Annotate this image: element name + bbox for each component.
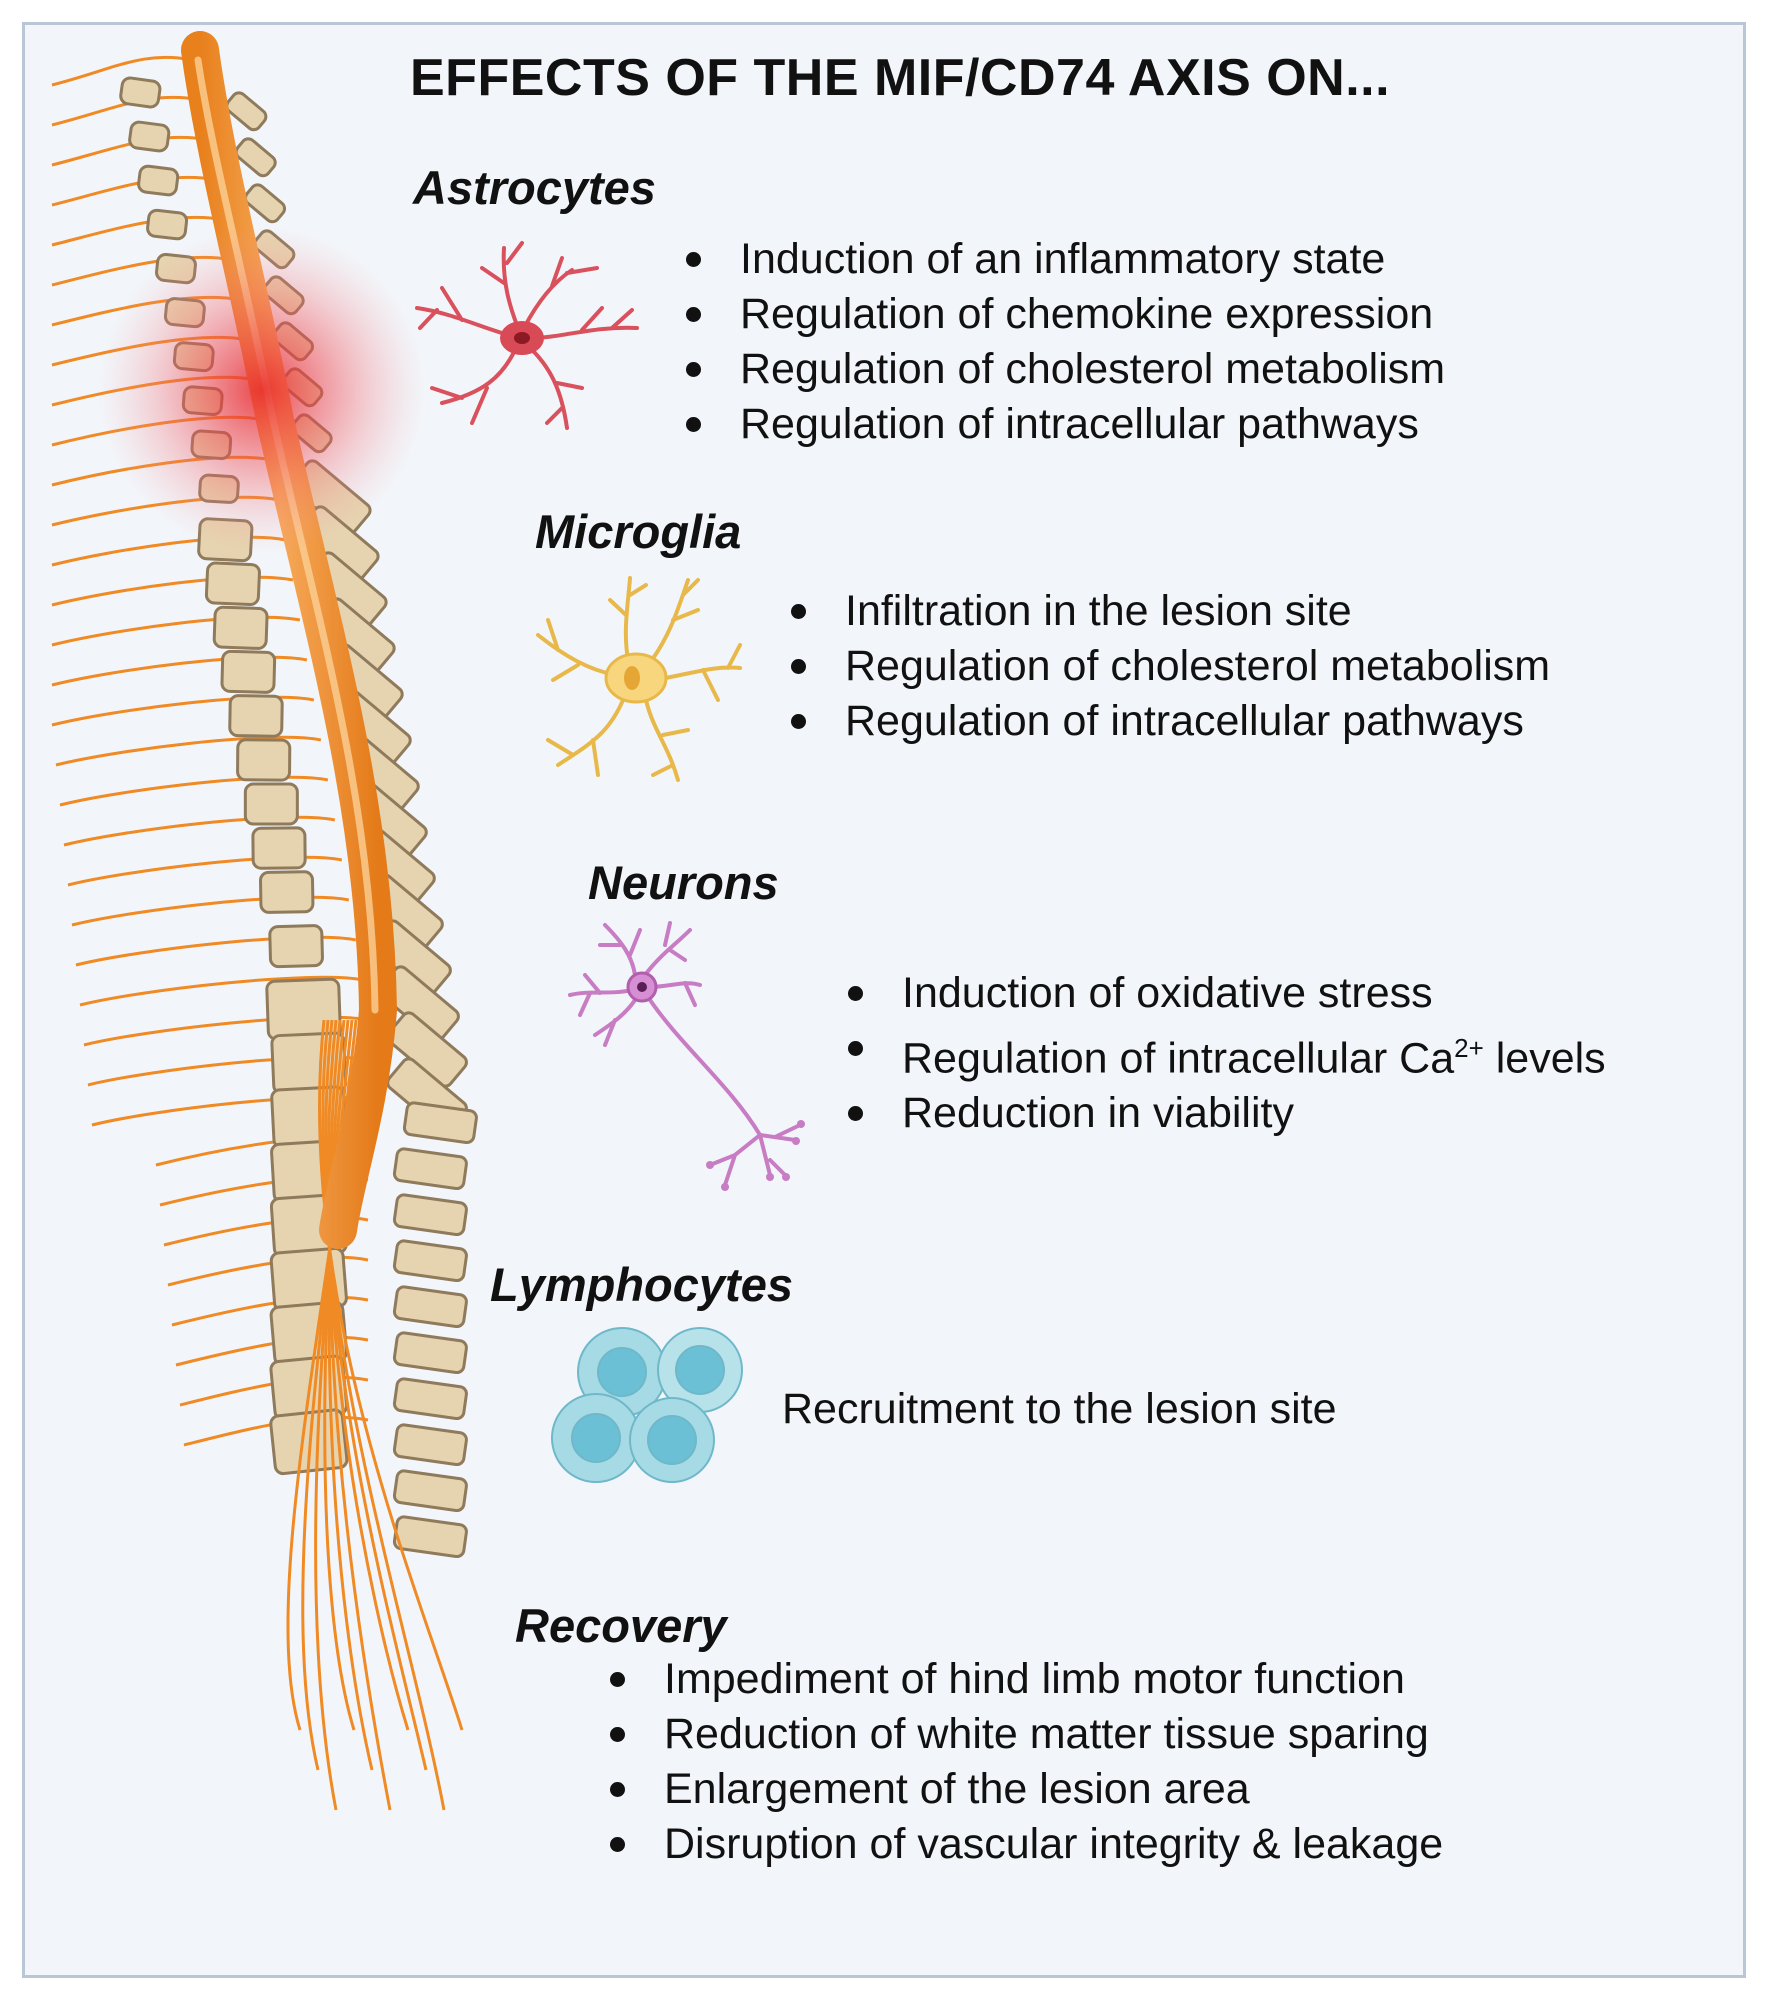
list-item: Regulation of chemokine expression [680, 287, 1445, 342]
list-item: Regulation of cholesterol metabolism [785, 639, 1550, 694]
list-item: Induction of oxidative stress [842, 966, 1606, 1021]
vertebral-body [204, 561, 261, 607]
spinal-nerve [51, 55, 193, 87]
list-item: Reduction of white matter tissue sparing [604, 1707, 1443, 1762]
lymphocytes-icon [551, 1327, 743, 1483]
vertebral-process [392, 1469, 468, 1513]
vertebral-body [236, 738, 292, 782]
vertebral-body [119, 76, 162, 109]
vertebral-process [225, 91, 268, 132]
ca-text-suffix: levels [1483, 1034, 1606, 1083]
spinal-nerve [51, 575, 294, 607]
cauda-equina-nerve [317, 1019, 464, 1731]
vertebral-body [128, 120, 171, 153]
cauda-equina-nerve [327, 1019, 374, 1771]
vertebral-process [392, 1423, 468, 1467]
spinal-nerve [83, 1015, 369, 1047]
neurons-title: Neurons [588, 856, 779, 909]
vertebral-process [392, 1515, 468, 1559]
vertebral-process [392, 1147, 468, 1191]
list-item: Reduction in viability [842, 1086, 1606, 1141]
spinal-nerve [51, 655, 308, 687]
ca-text: Regulation of intracellular Ca [902, 1034, 1455, 1083]
vertebral-process [392, 1285, 468, 1329]
spinal-nerve [59, 775, 329, 807]
lymphocytes-title: Lymphocytes [490, 1258, 793, 1311]
spinal-nerve [51, 615, 301, 647]
list-item: Induction of an inflammatory state [680, 232, 1445, 287]
astrocytes-title: Astrocytes [413, 161, 656, 214]
spinal-nerve [75, 935, 357, 967]
vertebral-body [243, 782, 299, 826]
list-item: Regulation of intracellular pathways [785, 694, 1550, 749]
vertebral-process [234, 137, 277, 178]
astrocyte-icon [415, 241, 639, 430]
vertebral-body [268, 924, 324, 969]
vertebral-body [251, 826, 307, 870]
list-item: Regulation of cholesterol metabolism [680, 342, 1445, 397]
cauda-equina-nerve [323, 1019, 356, 1731]
vertebral-process [243, 183, 287, 224]
page-title: EFFECTS OF THE MIF/CD74 AXIS ON... [410, 49, 1391, 107]
spinal-nerve [55, 735, 322, 767]
spinal-nerve [67, 855, 343, 887]
neurons-effects-list: Induction of oxidative stress Regulation… [842, 966, 1606, 1141]
lesion-glow [97, 225, 427, 555]
cauda-equina-nerve [324, 1019, 428, 1771]
vertebral-body [146, 208, 189, 241]
microglia-icon [536, 576, 742, 782]
ca-superscript: 2+ [1454, 1033, 1484, 1063]
spinal-nerve [51, 175, 217, 207]
list-item: Regulation of intracellular pathways [680, 397, 1445, 452]
spinal-nerve [79, 975, 364, 1007]
microglia-effects-list: Infiltration in the lesion site Regulati… [785, 584, 1550, 749]
neuron-icon [568, 921, 805, 1191]
list-item: Enlargement of the lesion area [604, 1762, 1443, 1817]
vertebral-body [220, 649, 277, 694]
cauda-equina-nerve [326, 1019, 410, 1731]
recovery-effects-list: Impediment of hind limb motor function R… [604, 1652, 1443, 1872]
spinal-nerve [51, 695, 315, 727]
list-item: Impediment of hind limb motor function [604, 1652, 1443, 1707]
cauda-equina-nerve [321, 1019, 446, 1811]
vertebral-process [392, 1377, 468, 1421]
vertebral-body [212, 605, 269, 650]
recovery-title: Recovery [515, 1599, 727, 1652]
astrocytes-effects-list: Induction of an inflammatory state Regul… [680, 232, 1445, 452]
list-item-calcium: Regulation of intracellular Ca2+ levels [842, 1021, 1606, 1086]
cauda-equina-nerve [328, 1019, 392, 1811]
spinal-nerve [51, 215, 225, 247]
vertebral-process [392, 1239, 468, 1283]
cauda-equina [286, 1019, 464, 1811]
vertebral-body [137, 164, 180, 197]
spinal-nerve [71, 895, 350, 927]
lymphocytes-effect-text: Recruitment to the lesion site [782, 1385, 1337, 1433]
microglia-title: Microglia [535, 505, 742, 558]
spinal-nerve [63, 815, 336, 847]
vertebral-process [392, 1331, 468, 1375]
list-item: Infiltration in the lesion site [785, 584, 1550, 639]
list-item: Disruption of vascular integrity & leaka… [604, 1817, 1443, 1872]
vertebral-process [392, 1193, 468, 1237]
vertebral-body [228, 694, 284, 738]
vertebral-body [259, 870, 315, 914]
vertebral-process [402, 1101, 478, 1145]
